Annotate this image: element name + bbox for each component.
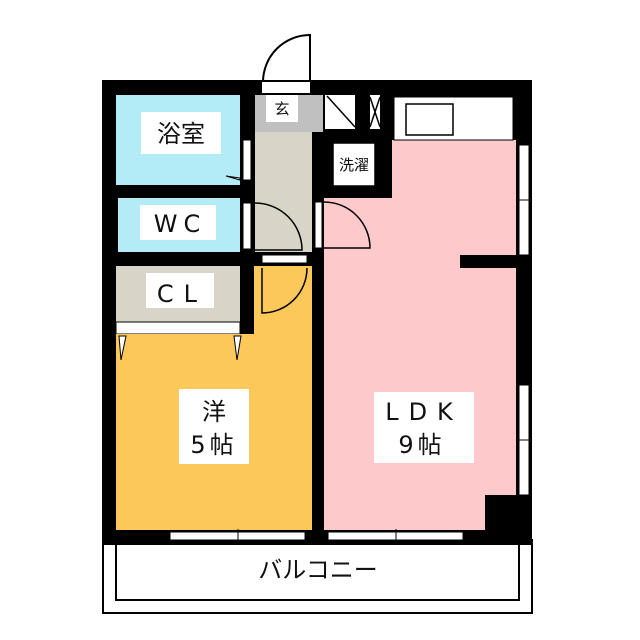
- shoe-box: [325, 95, 355, 129]
- closet-label: CL: [157, 280, 207, 308]
- western-room-door: [261, 267, 308, 314]
- laundry-space: [332, 142, 376, 187]
- bath-label: 浴室: [157, 120, 205, 148]
- windows: [169, 144, 532, 543]
- balcony-label: バルコニー: [258, 556, 378, 584]
- ldk-door: [323, 201, 371, 249]
- wc-door: [254, 202, 303, 251]
- laundry-label: 洗濯: [339, 156, 369, 174]
- western-room-name: 洋: [202, 398, 226, 426]
- entrance-label: 玄: [274, 100, 289, 118]
- western-room-nook: [254, 266, 312, 336]
- wc-label: WC: [154, 210, 207, 238]
- ldk-size: 9帖: [398, 431, 445, 459]
- ldk-name: LDK: [385, 398, 463, 426]
- closet-door: [115, 321, 241, 335]
- wall-stub: [460, 255, 516, 268]
- sink: [405, 103, 454, 136]
- front-door-opening: [262, 82, 310, 93]
- western-room-size: 5帖: [190, 431, 237, 459]
- balcony-inner: [115, 539, 520, 601]
- hallway: [255, 132, 312, 252]
- front-door: [262, 33, 311, 83]
